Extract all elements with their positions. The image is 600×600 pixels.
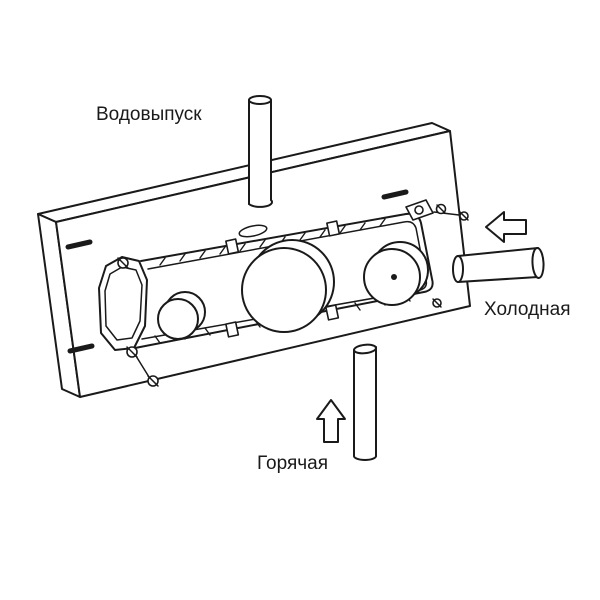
arrow-left-icon [485, 211, 527, 243]
tab-hole [414, 205, 424, 215]
valve-end-cap [98, 256, 148, 351]
screw-slot [126, 346, 138, 358]
outlet-pipe [248, 95, 274, 208]
pipe-side [457, 247, 539, 257]
pipe-side [457, 276, 539, 283]
screw-slot [432, 298, 442, 308]
pipe-bottom-rim [248, 199, 274, 208]
valve-cartridge-large [241, 239, 335, 333]
valve-body [98, 199, 469, 387]
anchor-slot [67, 343, 95, 354]
clip [225, 321, 240, 338]
pipe-bottom-rim [353, 455, 377, 461]
port-front-rim [157, 298, 199, 340]
pipe-left-rim [452, 255, 464, 283]
clip [326, 220, 341, 237]
label-water-outlet: Водовыпуск [96, 104, 202, 125]
hot-pipe [353, 343, 377, 461]
screw-slot [459, 211, 469, 221]
port-center-dot [391, 274, 397, 280]
clip [225, 238, 240, 255]
label-cold-water: Холодная [484, 299, 571, 320]
pipe-top-rim [248, 95, 272, 105]
cold-pipe [452, 247, 545, 283]
clip [325, 304, 340, 321]
anchor-slot [65, 239, 93, 250]
outlet-hole [238, 224, 268, 238]
pipe-body [354, 347, 376, 456]
cartridge-front-rim [241, 247, 327, 333]
arrow-up-icon [316, 399, 346, 443]
anchor-slots [65, 189, 409, 354]
screw-shaft [135, 355, 150, 378]
valve-port-right [363, 241, 429, 306]
screw-slot [147, 375, 159, 387]
labels: Водовыпуск Холодная Горячая [96, 104, 571, 474]
label-hot-water: Горячая [257, 453, 328, 474]
valve-port-small [157, 291, 206, 340]
anchor-slot [381, 189, 409, 200]
screw-slot [436, 204, 446, 214]
mounting-clips [225, 220, 341, 338]
flow-arrows [316, 211, 527, 443]
pipe-end-rim [531, 247, 545, 279]
pipe-body [249, 100, 271, 204]
mounting-tab [405, 199, 469, 221]
pipe-body [458, 248, 538, 282]
valve-end-cap-inner [104, 266, 143, 341]
fixing-screws [117, 257, 442, 387]
pipe-top-rim [353, 343, 377, 355]
screw-slot [117, 257, 129, 269]
